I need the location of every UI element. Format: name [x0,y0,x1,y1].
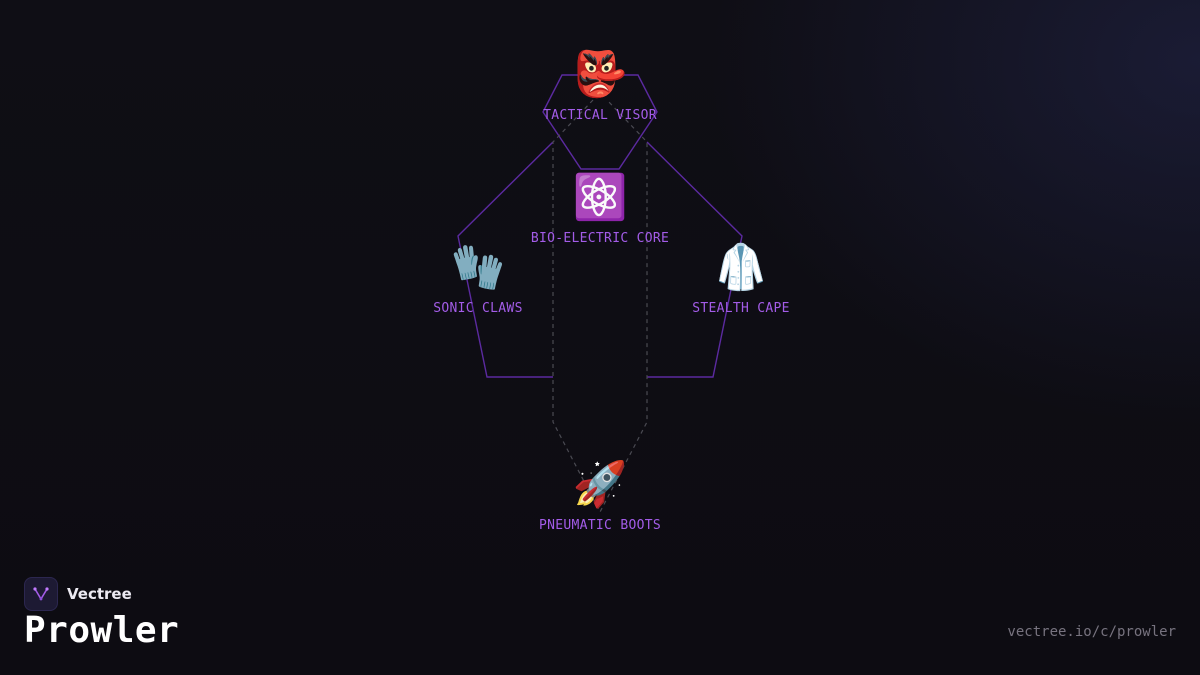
left-body-outline [457,141,554,378]
node-stealth-cape[interactable]: 🥼 STEALTH CAPE [651,242,831,317]
page-title: Prowler [24,610,180,651]
node-tactical-visor[interactable]: 👺 TACTICAL VISOR [510,49,690,124]
node-bio-electric-core[interactable]: ⚛️ BIO-ELECTRIC CORE [510,172,690,247]
node-label: SONIC CLAWS [433,301,523,316]
head-outline [542,74,658,170]
node-pneumatic-boots[interactable]: 🚀 PNEUMATIC BOOTS [510,459,690,534]
node-label: STEALTH CAPE [692,301,790,316]
brand-name: Vectree [67,585,132,603]
node-label: PNEUMATIC BOOTS [539,518,661,533]
node-label: BIO-ELECTRIC CORE [530,231,670,246]
gloves-icon: 🧤 [450,242,506,293]
goblin-mask-icon: 👺 [572,49,628,100]
coat-icon: 🥼 [713,242,769,293]
rocket-icon: 🚀 [572,459,628,510]
vectree-logo-icon [24,577,58,611]
atom-icon: ⚛️ [572,172,628,223]
node-sonic-claws[interactable]: 🧤 SONIC CLAWS [388,242,568,317]
inner-dashed-frame [552,99,648,514]
brand[interactable]: Vectree [24,577,132,611]
right-body-outline [646,141,743,378]
page-url[interactable]: vectree.io/c/prowler [1007,624,1176,640]
node-label: TACTICAL VISOR [543,108,657,123]
